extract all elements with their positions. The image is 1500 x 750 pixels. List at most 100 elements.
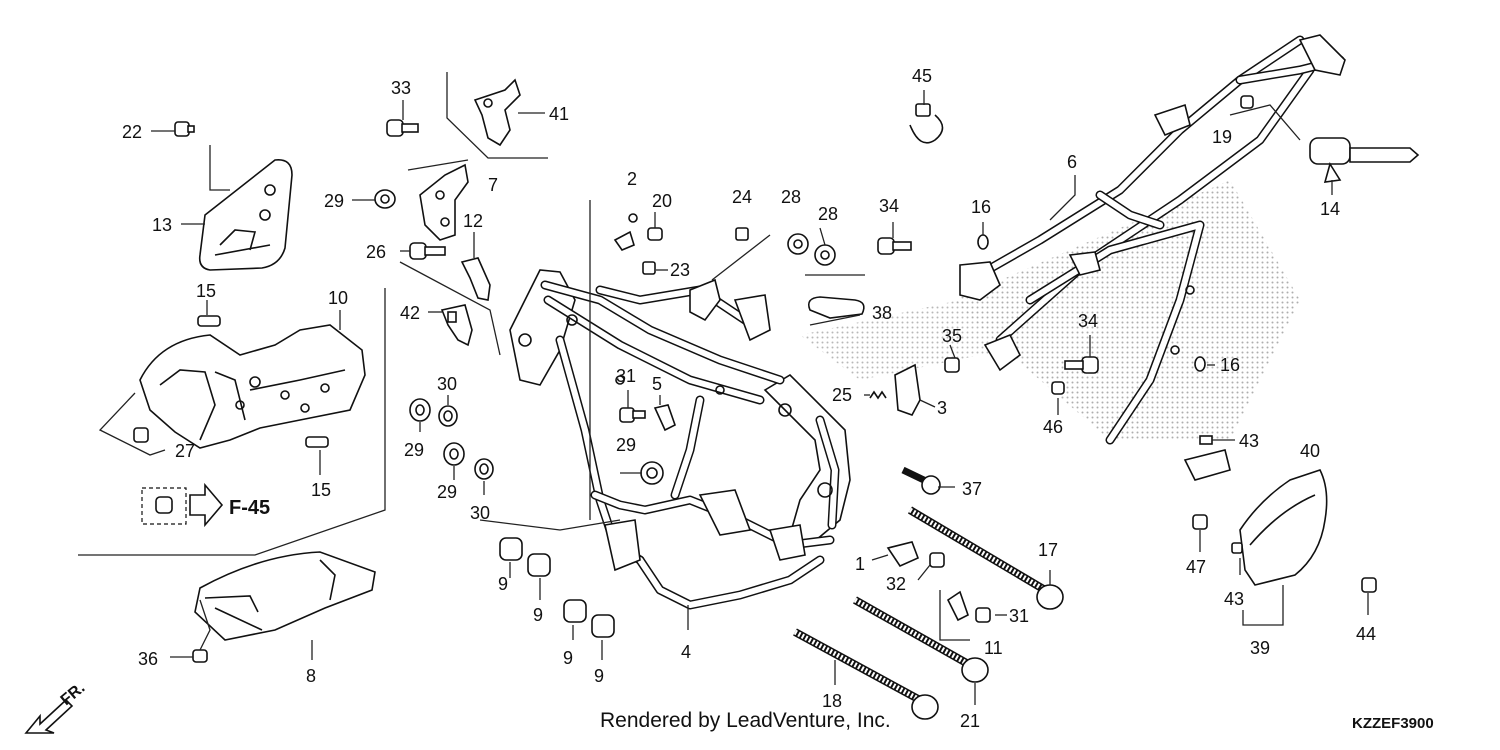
- bolt-part-32[interactable]: [929, 552, 945, 568]
- front-direction-arrow: [24, 698, 74, 734]
- clip-part-2[interactable]: [613, 213, 638, 251]
- nut-part-29-top[interactable]: [374, 189, 396, 209]
- clip-part-5[interactable]: [653, 404, 676, 432]
- callout-12: 12: [463, 211, 483, 231]
- lock-part-14[interactable]: [1309, 137, 1420, 183]
- nut-part-29-left[interactable]: [409, 398, 431, 422]
- callout-34-lower: 34: [1078, 311, 1098, 331]
- main-frame-part-4[interactable]: [509, 269, 851, 610]
- reference-label-f45: F-45: [229, 497, 270, 519]
- nut-part-46[interactable]: [1051, 381, 1065, 395]
- callout-5: 5: [652, 374, 662, 394]
- clip-part-11[interactable]: [946, 590, 969, 622]
- bolt-part-18[interactable]: [793, 628, 939, 720]
- bolt-part-26[interactable]: [409, 242, 446, 260]
- bolt-part-47[interactable]: [1192, 514, 1208, 530]
- nut-part-23[interactable]: [642, 261, 656, 275]
- callout-33: 33: [391, 78, 411, 98]
- bolt-part-19[interactable]: [1240, 95, 1254, 109]
- bracket-part-41[interactable]: [473, 78, 521, 147]
- bolt-part-27[interactable]: [133, 427, 149, 443]
- callout-44: 44: [1356, 624, 1376, 644]
- muffler-pipe-part-40[interactable]: [1183, 435, 1231, 481]
- bolt-part-34-lower[interactable]: [1064, 356, 1099, 374]
- bracket-part-3[interactable]: [894, 363, 921, 416]
- callout-11: 11: [984, 638, 1003, 658]
- callout-29-left: 29: [404, 440, 424, 460]
- callout-16-top: 16: [971, 197, 991, 217]
- bracket-part-1[interactable]: [886, 541, 920, 568]
- band-part-45[interactable]: [909, 103, 944, 144]
- section-dividers: [78, 72, 548, 556]
- callout-18: 18: [822, 691, 842, 711]
- bracket-part-7[interactable]: [419, 163, 469, 241]
- callout-10: 10: [328, 288, 348, 308]
- callout-41: 41: [549, 104, 569, 124]
- callout-43-upper: 43: [1239, 431, 1259, 451]
- leader-lines: [98, 90, 1369, 705]
- nut-part-29-frame[interactable]: [640, 461, 664, 485]
- bolt-part-34-top[interactable]: [877, 237, 912, 255]
- callout-42: 42: [400, 303, 420, 323]
- collar-part-28-b[interactable]: [814, 244, 836, 266]
- callout-45: 45: [912, 66, 932, 86]
- callout-16-lower: 16: [1220, 355, 1240, 375]
- clip-part-15-bottom[interactable]: [305, 436, 329, 448]
- callout-labels: 22 13 15 10 27 15 33 41 7 29 26 12 42 30…: [122, 66, 1376, 731]
- callout-43-lower: 43: [1224, 589, 1244, 609]
- side-cover-part-13[interactable]: [198, 158, 293, 271]
- clip-part-43-lower[interactable]: [1231, 542, 1243, 554]
- cap-part-20[interactable]: [647, 227, 663, 241]
- washer-part-30-lower[interactable]: [474, 458, 494, 480]
- callout-9-c: 9: [563, 648, 573, 668]
- callout-28-b: 28: [818, 204, 838, 224]
- callout-31-right: 31: [1009, 606, 1029, 626]
- bolt-part-44[interactable]: [1361, 577, 1377, 593]
- rear-frame-part-6[interactable]: [959, 34, 1346, 445]
- clip-part-15-top[interactable]: [197, 315, 221, 327]
- grommet-part-24[interactable]: [735, 227, 749, 241]
- grommet-part-16-top[interactable]: [977, 234, 989, 250]
- callout-25: 25: [832, 385, 852, 405]
- skid-plate-part-8[interactable]: [194, 551, 376, 641]
- mount-rubber-part-9-b[interactable]: [527, 553, 551, 577]
- callout-14: 14: [1320, 199, 1340, 219]
- callout-13: 13: [152, 215, 172, 235]
- callout-32: 32: [886, 574, 906, 594]
- mount-rubber-part-9-c[interactable]: [563, 599, 587, 623]
- callout-30-lower: 30: [470, 503, 490, 523]
- nut-part-29-lower[interactable]: [443, 442, 465, 466]
- bolt-part-33[interactable]: [386, 119, 419, 137]
- callout-29-frame: 29: [616, 435, 636, 455]
- bolt-part-31-right[interactable]: [975, 607, 991, 623]
- bolt-part-36[interactable]: [192, 649, 208, 663]
- callout-19: 19: [1212, 127, 1232, 147]
- spring-part-25[interactable]: [869, 390, 887, 400]
- bolt-part-37[interactable]: [901, 466, 941, 495]
- bracket-part-42[interactable]: [440, 304, 473, 347]
- heat-shield-part-39[interactable]: [1239, 469, 1328, 586]
- callout-15-top: 15: [196, 281, 216, 301]
- callout-27: 27: [175, 441, 195, 461]
- washer-part-30-upper[interactable]: [438, 405, 458, 427]
- cushion-part-38[interactable]: [807, 296, 865, 319]
- callout-17: 17: [1038, 540, 1058, 560]
- mount-rubber-part-9-a[interactable]: [499, 537, 523, 561]
- callout-31-left: 31: [616, 366, 636, 386]
- bolt-part-31-left[interactable]: [619, 407, 646, 423]
- callout-39: 39: [1250, 638, 1270, 658]
- callout-8: 8: [306, 666, 316, 686]
- grommet-part-16-lower[interactable]: [1194, 356, 1206, 372]
- callout-46: 46: [1043, 417, 1063, 437]
- collar-part-28-a[interactable]: [787, 233, 809, 255]
- bolt-part-22[interactable]: [174, 121, 195, 137]
- reference-f45[interactable]: [141, 482, 224, 528]
- callout-34-top: 34: [879, 196, 899, 216]
- nut-part-35[interactable]: [944, 357, 960, 373]
- bolt-part-21[interactable]: [853, 596, 989, 683]
- mount-rubber-part-9-d[interactable]: [591, 614, 615, 638]
- callout-38: 38: [872, 303, 892, 323]
- callout-9-b: 9: [533, 605, 543, 625]
- engine-guard-part-10[interactable]: [139, 324, 366, 449]
- bracket-part-12[interactable]: [460, 257, 491, 301]
